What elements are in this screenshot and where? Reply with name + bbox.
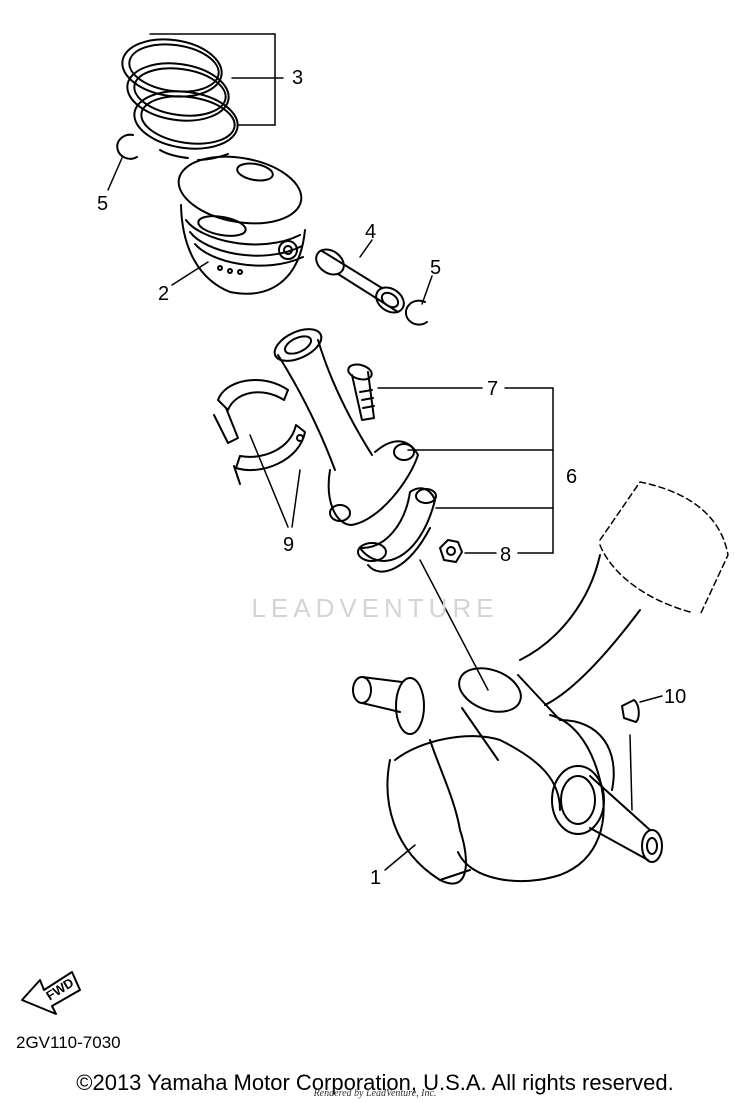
woodruff-key[interactable] bbox=[621, 699, 640, 723]
reference-code: 2GV110-7030 bbox=[16, 1033, 121, 1052]
cylinder-outline-dashed bbox=[599, 481, 729, 616]
piston-pin-clip-right[interactable] bbox=[404, 299, 428, 326]
fwd-arrow-icon: FWD bbox=[21, 971, 81, 1015]
connecting-rod-bolt[interactable] bbox=[347, 362, 375, 421]
piston-pin[interactable] bbox=[311, 244, 408, 317]
leader-lines bbox=[107, 33, 663, 871]
callout-5-right: 5 bbox=[430, 257, 441, 279]
copyright-notice: ©2013 Yamaha Motor Corporation, U.S.A. A… bbox=[76, 1070, 674, 1095]
rendered-by-credit: Rendered by LeadVenture, Inc. bbox=[313, 1088, 437, 1099]
callout-7: 7 bbox=[487, 378, 498, 400]
connecting-rod-nut[interactable] bbox=[439, 539, 463, 563]
connecting-rod[interactable] bbox=[270, 323, 419, 526]
piston-rings[interactable] bbox=[119, 33, 242, 161]
callout-2: 2 bbox=[158, 283, 169, 305]
crankshaft[interactable] bbox=[352, 554, 663, 885]
big-end-bearings[interactable] bbox=[213, 378, 306, 485]
callout-9: 9 bbox=[283, 534, 294, 556]
callout-4: 4 bbox=[365, 221, 376, 243]
callout-5-left: 5 bbox=[97, 193, 108, 215]
watermark: LEADVENTURE bbox=[251, 593, 499, 623]
callout-6: 6 bbox=[566, 466, 577, 488]
connecting-rod-cap[interactable] bbox=[357, 487, 437, 573]
fwd-label: FWD bbox=[43, 975, 76, 1003]
callout-10: 10 bbox=[664, 686, 686, 708]
callout-3: 3 bbox=[292, 67, 303, 89]
piston-pin-clip-left[interactable] bbox=[116, 133, 138, 160]
callout-1: 1 bbox=[370, 867, 381, 889]
piston[interactable] bbox=[173, 148, 306, 295]
callout-8: 8 bbox=[500, 544, 511, 566]
